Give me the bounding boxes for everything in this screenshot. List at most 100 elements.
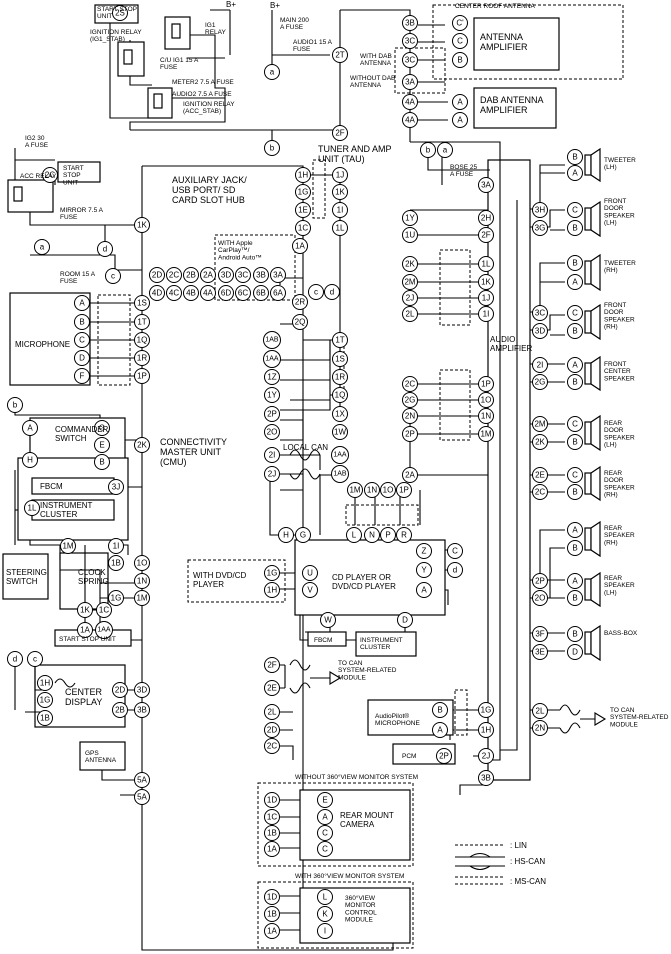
svg-text:A: A <box>421 586 427 595</box>
svg-text:G: G <box>300 531 306 540</box>
connector-pin: 1B <box>264 906 280 922</box>
connector-pin: 2P <box>436 748 452 764</box>
svg-text:E: E <box>322 796 327 805</box>
svg-text:A: A <box>572 278 578 287</box>
connector-pin: C <box>567 467 583 483</box>
svg-text:b: b <box>426 146 431 155</box>
without-360-label: WITHOUT 360°VIEW MONITOR SYSTEM <box>295 773 418 781</box>
start-stop-unit-bottom-label: START STOP UNIT <box>59 636 116 643</box>
svg-text:1N: 1N <box>367 486 377 495</box>
connector-pin: 5A <box>134 772 150 788</box>
svg-text:1R: 1R <box>335 373 345 382</box>
connector-pin: 2D <box>264 722 280 738</box>
rear-camera-box <box>257 782 414 867</box>
svg-text:B: B <box>572 153 577 162</box>
svg-text:1C: 1C <box>267 813 277 822</box>
svg-text:3F: 3F <box>535 630 544 639</box>
svg-text:1X: 1X <box>335 410 345 419</box>
acc-relay-label: ACC RELAY <box>20 173 57 180</box>
svg-text:1N: 1N <box>137 577 147 586</box>
connector-pin: 3D <box>134 682 150 698</box>
svg-text:1K: 1K <box>335 188 345 197</box>
connector-pin: 6A <box>270 285 286 301</box>
svg-text:1I: 1I <box>113 542 120 551</box>
svg-text:Y: Y <box>421 566 427 575</box>
svg-text:c: c <box>111 272 115 281</box>
connector-pin: C <box>447 543 463 559</box>
svg-text:3B: 3B <box>481 774 491 783</box>
speaker-icon <box>584 527 592 551</box>
svg-text:1T: 1T <box>137 318 146 327</box>
connector-pin: 1Y <box>402 210 418 226</box>
connector-pin: 4D <box>149 285 165 301</box>
connector-pin: 2I <box>264 447 280 463</box>
svg-text:2J: 2J <box>482 752 490 761</box>
svg-text:H: H <box>27 456 33 465</box>
microphone-label: MICROPHONE <box>15 340 70 349</box>
connector-pin: C <box>567 202 583 218</box>
connector-pin: 3C <box>235 267 251 283</box>
connector-pin: 1L <box>478 256 494 272</box>
connector-pin: 3A <box>270 267 286 283</box>
ignition-relay-symbol <box>117 41 145 77</box>
connector-pin: 1E <box>295 202 311 218</box>
connector-pin: 2E <box>532 467 548 483</box>
connector-pin: 1N <box>478 408 494 424</box>
svg-text:4A: 4A <box>405 116 415 125</box>
svg-text:a: a <box>443 146 448 155</box>
connector-pin: 2F <box>264 657 280 673</box>
svg-text:2S: 2S <box>115 9 125 18</box>
svg-text:1C: 1C <box>298 224 308 233</box>
connector-pin: L <box>317 889 333 905</box>
legend-hs-can: : HS-CAN <box>510 857 545 866</box>
local-can-label: LOCAL CAN <box>283 443 328 452</box>
svg-text:6B: 6B <box>256 289 266 298</box>
connector-pin: 2B <box>183 267 199 283</box>
svg-text:2P: 2P <box>405 430 415 439</box>
svg-text:A: A <box>457 116 463 125</box>
ignition-relay-acc-symbol <box>147 87 173 119</box>
dvd-player-box <box>187 559 286 603</box>
connector-pin: c <box>105 268 121 284</box>
svg-text:4D: 4D <box>152 289 162 298</box>
connector-pin: 1K <box>332 184 348 200</box>
svg-text:1O: 1O <box>137 559 148 568</box>
svg-text:I: I <box>324 927 326 936</box>
connector-pin: d <box>447 562 463 578</box>
connector-pin: 1U <box>402 227 418 243</box>
connector-pin: H <box>278 527 294 543</box>
svg-text:5A: 5A <box>137 776 147 785</box>
svg-text:2P: 2P <box>535 577 545 586</box>
connector-pin: B <box>452 52 468 68</box>
connector-pin: b <box>264 140 280 156</box>
connector-pin: B <box>567 626 583 642</box>
svg-text:1Y: 1Y <box>267 391 277 400</box>
svg-text:1R: 1R <box>137 354 147 363</box>
connector-pin: 1G <box>478 702 494 718</box>
svg-text:D: D <box>402 616 408 625</box>
with-360-label: WITH 360°VIEW MONITOR SYSTEM <box>295 872 404 880</box>
svg-text:3A: 3A <box>481 181 491 190</box>
connector-pin: E <box>317 792 333 808</box>
connector-pin: 2A <box>200 267 216 283</box>
connector-pin: V <box>302 582 318 598</box>
svg-text:2P: 2P <box>439 752 449 761</box>
svg-text:1P: 1P <box>137 372 147 381</box>
svg-text:1W: 1W <box>334 428 346 437</box>
connector-pin: 1I <box>108 538 124 554</box>
svg-text:2N: 2N <box>535 724 545 733</box>
svg-text:U: U <box>307 569 313 578</box>
connector-pin: 1A <box>264 841 280 857</box>
connector-pin: 1R <box>332 369 348 385</box>
svg-text:B: B <box>572 594 577 603</box>
connector-pin: B <box>567 374 583 390</box>
connector-pin: 3E <box>532 644 548 660</box>
